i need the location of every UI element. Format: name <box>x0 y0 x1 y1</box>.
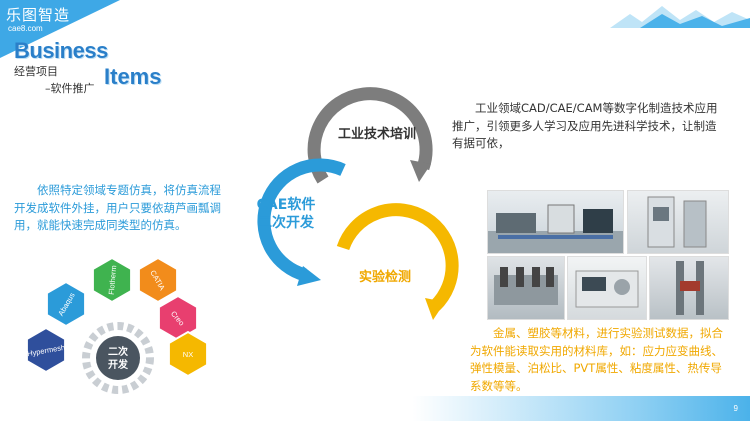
cae-ring <box>257 158 346 282</box>
wheel-center-label: 二次 <box>108 345 128 358</box>
bottom-strip <box>0 396 750 421</box>
logo-corner-banner <box>0 0 120 58</box>
ring-label-cae: CAE软件 二次开发 <box>240 196 332 232</box>
header-subtitle: –软件推广 <box>45 82 95 95</box>
wheel-segment-label: Flotherm <box>107 265 119 295</box>
lab-photo-4 <box>567 256 647 320</box>
logo-name: 乐图智造 <box>6 6 71 24</box>
logo-site: cae8.com <box>8 24 43 33</box>
test-ring <box>336 203 459 311</box>
header-title-business: Business <box>14 38 108 63</box>
wheel-center <box>96 336 140 380</box>
cae-description: 依照特定领域专题仿真，将仿真流程开发成软件外挂，用户只要依葫芦画瓢调用，就能快速… <box>14 183 221 232</box>
ring-label-cae-line1: CAE软件 <box>256 197 316 213</box>
wheel-segment-label: NX <box>183 350 193 359</box>
wheel-segment-catia: CATIA <box>137 258 179 304</box>
gear-icon <box>82 322 154 394</box>
training-arrow-icon <box>410 160 431 182</box>
lab-photo-2 <box>627 190 729 254</box>
rings-diagram <box>257 87 459 320</box>
wheel-segment-hypermesh: Hypermesh <box>25 326 67 374</box>
mountain-decoration <box>610 6 750 28</box>
wheel-center-label: 开发 <box>108 358 129 371</box>
test-description: 金属、塑胶等材料，进行实验测试数据，拟合为软件能读取实用的材料库，如：应力应变曲… <box>470 326 723 393</box>
test-arrow-icon <box>425 298 445 320</box>
wheel-segment-flotherm: Flotherm <box>91 258 133 304</box>
header-title-cn: 经营项目 <box>14 65 58 78</box>
ring-label-test: 实验检测 <box>358 270 411 285</box>
cae-arrow-icon <box>297 266 321 286</box>
header-title-items: Items <box>104 64 162 89</box>
page-number: 9 <box>733 404 738 413</box>
lab-photo-1 <box>487 190 624 254</box>
wheel-segment-nx: NX <box>167 330 209 378</box>
training-description: 工业领域CAD/CAE/CAM等数字化制造技术应用推广，引领更多人学习及应用先进… <box>452 101 718 150</box>
ring-label-cae-line2: 二次开发 <box>258 215 314 231</box>
wheel-segment-creo: Creo <box>157 294 199 342</box>
lab-photo-3 <box>487 256 565 320</box>
ring-label-training: 工业技术培训 <box>337 127 416 142</box>
training-ring <box>307 87 433 184</box>
wheel-segment-abaqus: Abaqus <box>45 280 87 328</box>
lab-photo-5 <box>649 256 729 320</box>
